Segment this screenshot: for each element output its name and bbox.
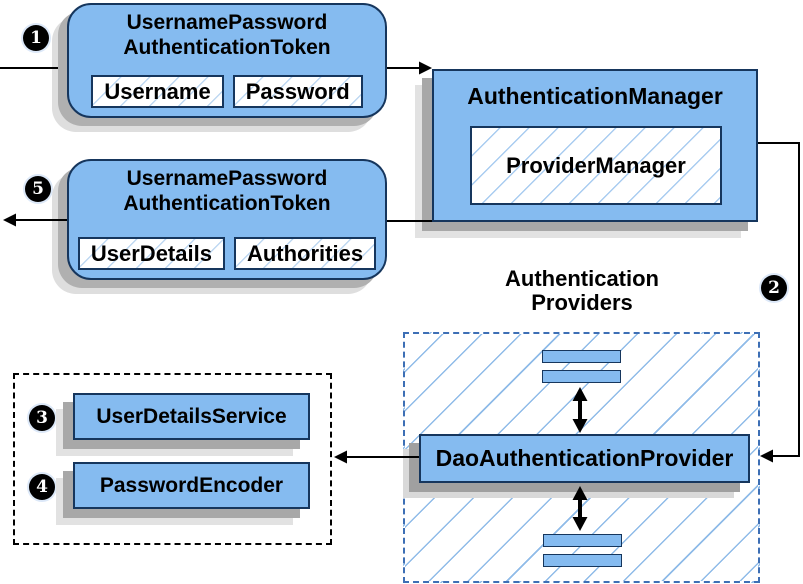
token-result-box: UsernamePassword AuthenticationToken Use… (67, 159, 387, 280)
token-request-fields: Username Password (69, 75, 385, 108)
username-field-box: Username (91, 75, 224, 108)
token-to-manager-arrow (387, 61, 432, 75)
step-1-badge: 1 (23, 25, 49, 51)
collaborators-container (13, 373, 332, 545)
step-2-badge: 2 (761, 275, 787, 301)
token-request-title-line1: UsernamePassword (126, 11, 328, 34)
token-request-title: UsernamePassword AuthenticationToken (69, 10, 385, 60)
authorities-field-box: Authorities (233, 237, 377, 270)
authentication-manager-box: AuthenticationManager ProviderManager (432, 69, 758, 222)
dao-to-collaborators-arrowhead (334, 450, 347, 464)
step-5-badge: 5 (25, 176, 51, 202)
token-result-title: UsernamePassword AuthenticationToken (69, 166, 385, 216)
token-to-manager-arrowhead (419, 61, 432, 75)
provider-manager-box: ProviderManager (470, 126, 722, 205)
provider-stack-bar-2 (542, 370, 621, 383)
provider-stack-bar-4 (543, 554, 622, 567)
user-details-service-label: UserDetailsService (96, 404, 287, 428)
dao-authentication-provider-box: DaoAuthenticationProvider (419, 434, 750, 483)
step-3-badge: 3 (29, 405, 55, 431)
password-encoder-label: PasswordEncoder (99, 473, 284, 497)
password-field-box: Password (232, 75, 363, 108)
token-result-title-line2: AuthenticationToken (123, 192, 331, 215)
provider-manager-label: ProviderManager (506, 152, 686, 178)
user-details-service-box: UserDetailsService (73, 393, 310, 440)
token-request-box: UsernamePassword AuthenticationToken Use… (67, 3, 387, 118)
manager-to-dao-arrow (758, 142, 800, 463)
user-details-field-box: UserDetails (77, 237, 225, 270)
manager-to-dao-arrowhead (760, 449, 773, 463)
token-result-title-line1: UsernamePassword (126, 167, 328, 190)
token-result-fields: UserDetails Authorities (69, 237, 385, 270)
provider-stack-bar-3 (543, 534, 622, 547)
authentication-providers-heading: Authentication Providers (442, 267, 722, 315)
authentication-manager-title: AuthenticationManager (467, 83, 723, 109)
authentication-providers-heading-line2: Providers (531, 290, 633, 315)
token-request-title-line2: AuthenticationToken (123, 36, 331, 59)
provider-stack-bar-1 (542, 350, 621, 363)
result-outgoing-arrow (3, 213, 67, 227)
dao-authentication-provider-label: DaoAuthenticationProvider (435, 445, 734, 471)
password-encoder-box: PasswordEncoder (73, 462, 310, 509)
result-outgoing-arrowhead (3, 213, 16, 227)
authentication-providers-heading-line1: Authentication (505, 266, 659, 291)
step-4-badge: 4 (29, 474, 55, 500)
